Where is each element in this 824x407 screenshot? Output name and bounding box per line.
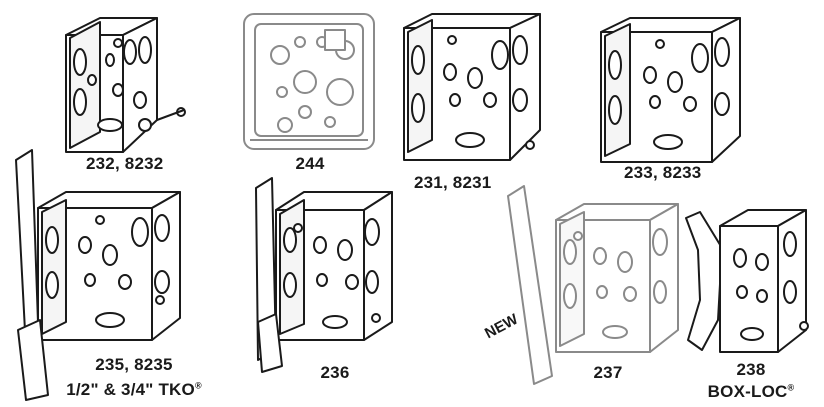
product-label: 231, 8231 [414, 173, 492, 192]
product-label: 244 [295, 154, 325, 173]
product-label: 233, 8233 [624, 163, 702, 182]
registered-mark: ® [194, 380, 202, 391]
registered-mark: ® [787, 382, 795, 393]
product-label: 235, 8235 [95, 355, 173, 374]
product-label: 236 [320, 363, 350, 382]
product-label-2: 1/2" & 3/4" TKO® [66, 380, 202, 399]
product-label-2: BOX-LOC® [707, 382, 795, 401]
product-label: 232, 8232 [86, 154, 164, 173]
product-label: 238 [736, 360, 766, 379]
product-label: 237 [593, 363, 623, 382]
